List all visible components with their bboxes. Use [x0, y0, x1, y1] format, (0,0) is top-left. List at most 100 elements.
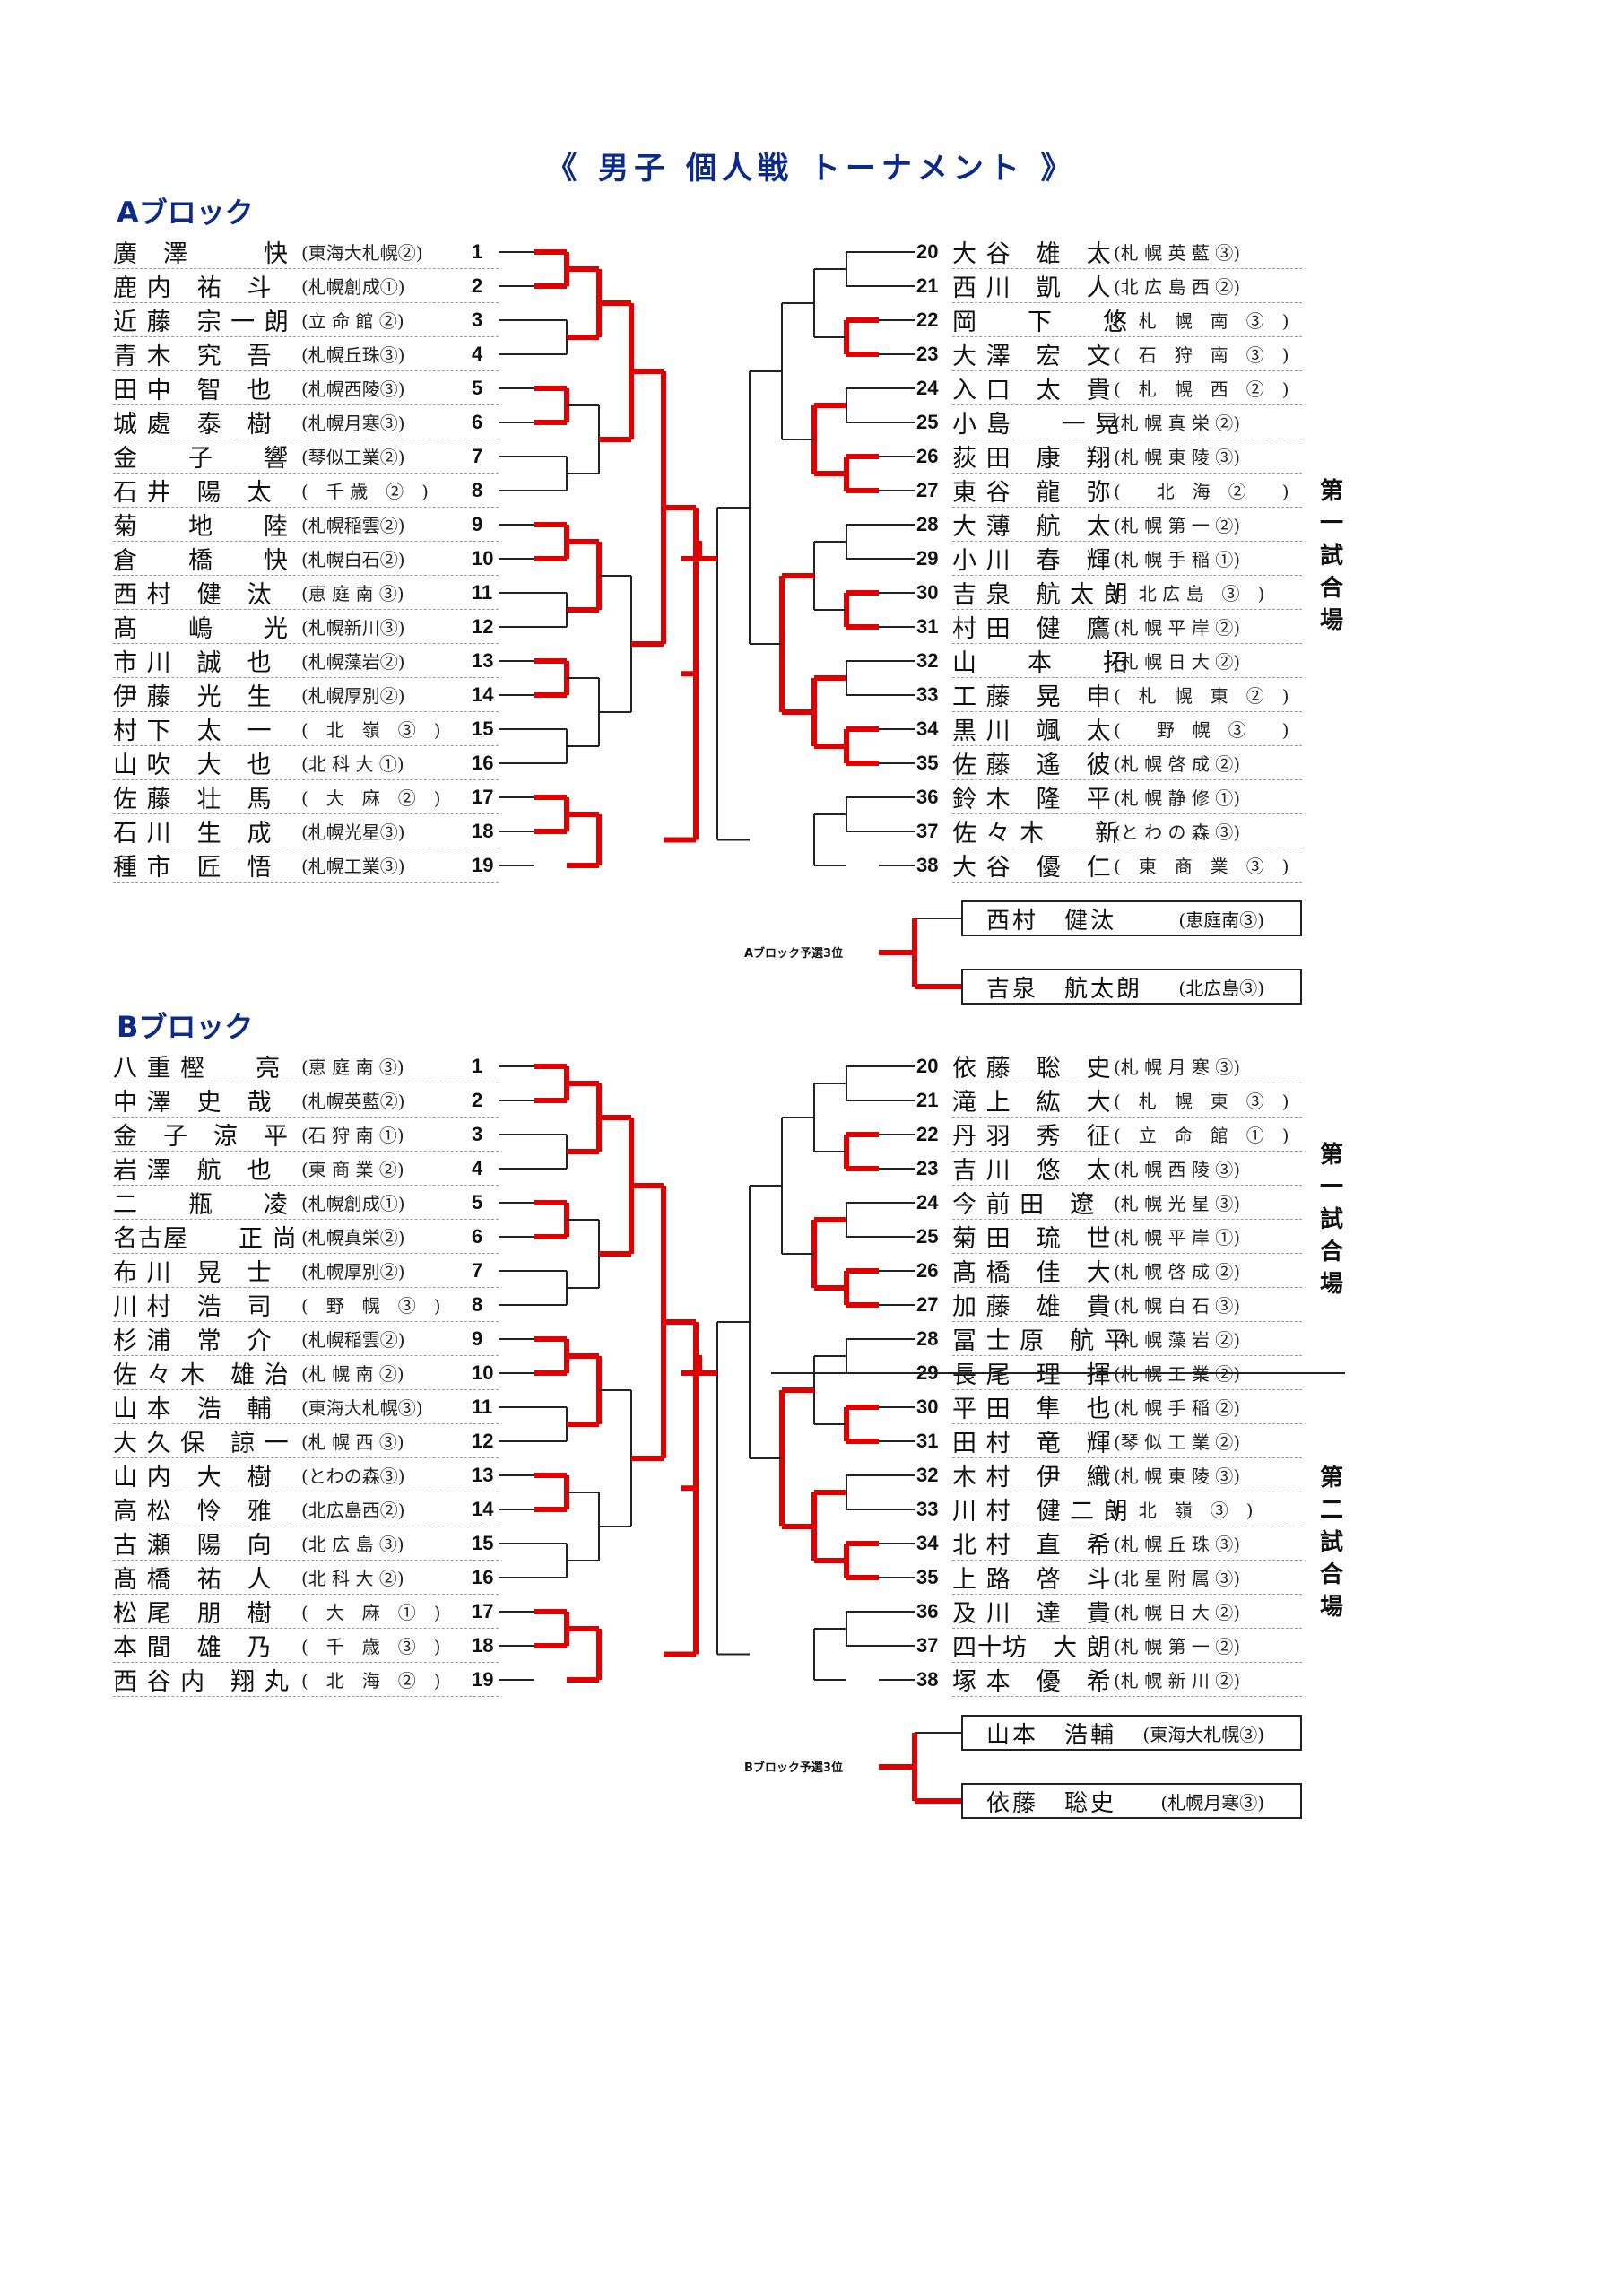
- seed-number: 9: [472, 1327, 483, 1350]
- player-team: (北 科 大 ②): [301, 1568, 404, 1589]
- seed-number: 17: [472, 786, 494, 808]
- player-team: (札幌真栄②): [301, 1227, 405, 1248]
- seed-number: 2: [472, 1089, 483, 1111]
- player-team: (北 科 大 ①): [301, 753, 404, 775]
- seed-number: 32: [916, 1464, 939, 1486]
- player-team: ( 札 幌 南 ③ ): [1114, 310, 1289, 332]
- player-team: ( 札 幌 西 ② ): [1114, 378, 1289, 400]
- player-name: 山 内 大 樹: [113, 1464, 273, 1492]
- seed-number: 17: [472, 1600, 494, 1622]
- player-team: (札 幌 新 川 ②): [1114, 1670, 1241, 1692]
- player-row-left: 本 間 雄 乃( 千 歳 ③ ): [113, 1629, 499, 1663]
- player-row-right: 北 村 直 希(札 幌 丘 珠 ③): [952, 1526, 1302, 1561]
- player-name: 杉 浦 常 介: [113, 1327, 273, 1355]
- seed-number: 8: [472, 1293, 483, 1316]
- player-name: 黒 川 颯 太: [952, 718, 1112, 745]
- player-row-left: 石 井 陽 太( 千 歳 ② ): [113, 474, 499, 508]
- player-name: 大 澤 宏 文: [952, 343, 1112, 370]
- third-place-team: (札幌月寒③): [1160, 1791, 1264, 1813]
- player-team: (札幌工業③): [301, 856, 405, 877]
- player-row-left: 倉 橋 快(札幌白石②): [113, 542, 499, 576]
- player-team: (札 幌 丘 珠 ③): [1114, 1534, 1241, 1555]
- player-team: (札幌稲雲②): [301, 1329, 405, 1351]
- player-team: (札 幌 第 一 ②): [1114, 515, 1241, 536]
- player-team: (琴 似 工 業 ②): [1114, 1431, 1241, 1453]
- third-place-team: (東海大札幌③): [1142, 1723, 1264, 1745]
- seed-number: 20: [916, 240, 939, 263]
- block-heading: Aブロック: [117, 196, 254, 230]
- player-team: (札幌藻岩②): [301, 651, 405, 673]
- seed-number: 6: [472, 1225, 483, 1248]
- player-name: 近 藤 宗 一 朗: [113, 309, 290, 336]
- third-place-name: 吉泉 航太朗: [986, 975, 1143, 1003]
- third-place-box: 西村 健汰(恵庭南③): [961, 900, 1302, 936]
- seed-number: 1: [472, 1055, 483, 1077]
- player-name: 廣 澤 快: [113, 240, 289, 268]
- seed-number: 25: [916, 1225, 939, 1248]
- player-row-right: 黒 川 颯 太( 野 幌 ③ ): [952, 712, 1302, 746]
- player-team: ( 立 命 館 ① ): [1114, 1125, 1289, 1146]
- block-heading: Bブロック: [117, 1010, 254, 1044]
- player-row-right: 及 川 達 貴(札 幌 日 大 ②): [952, 1595, 1302, 1629]
- seed-number: 3: [472, 309, 483, 331]
- player-row-left: 高 松 怜 雅(北広島西②): [113, 1492, 499, 1526]
- player-team: (札幌新川③): [301, 617, 405, 639]
- player-team: (札幌英藍②): [301, 1091, 405, 1112]
- player-row-left: 金 子 響(琴似工業②): [113, 439, 499, 474]
- third-place-name: 山本 浩輔: [986, 1721, 1117, 1749]
- player-name: 田 村 竜 輝: [952, 1430, 1112, 1457]
- player-team: (札 幌 真 栄 ②): [1114, 413, 1241, 434]
- player-name: 市 川 誠 也: [113, 649, 273, 677]
- player-name: 二 瓶 凌: [113, 1191, 289, 1219]
- seed-number: 11: [472, 1396, 493, 1418]
- court-char: 場: [1319, 1271, 1343, 1298]
- court-char: 場: [1319, 1594, 1343, 1621]
- player-name: 吉 川 悠 太: [952, 1157, 1112, 1185]
- seed-number: 30: [916, 581, 939, 604]
- player-team: (札 幌 東 陵 ③): [1114, 447, 1241, 468]
- player-row-left: 二 瓶 凌(札幌創成①): [113, 1186, 499, 1220]
- player-row-right: 山 本 拓(札 幌 日 大 ②): [952, 644, 1302, 678]
- player-name: 入 口 太 貴: [952, 377, 1112, 404]
- player-team: (札 幌 手 稲 ①): [1114, 549, 1241, 570]
- player-team: ( 大 麻 ① ): [301, 1602, 441, 1623]
- player-name: 岡 下 悠: [952, 309, 1128, 336]
- seed-number: 35: [916, 752, 939, 774]
- player-name: 菊 田 琉 世: [952, 1225, 1112, 1253]
- player-row-right: 小 川 春 輝(札 幌 手 稲 ①): [952, 542, 1302, 576]
- player-name: 青 木 究 吾: [113, 343, 273, 370]
- player-name: 大 久 保 諒 一: [113, 1430, 290, 1457]
- player-row-left: 杉 浦 常 介 (札幌稲雲②): [113, 1322, 499, 1356]
- player-row-right: 荻 田 康 翔(札 幌 東 陵 ③): [952, 439, 1302, 474]
- player-name: 吉 泉 航 太 朗: [952, 581, 1129, 609]
- player-name: 種 市 匠 悟: [113, 854, 273, 882]
- player-row-right: 今 前 田 遼(札 幌 光 星 ③): [952, 1186, 1302, 1220]
- player-team: (札 幌 南 ②): [301, 1363, 404, 1385]
- player-name: 及 川 達 貴: [952, 1600, 1112, 1628]
- seed-number: 12: [472, 615, 494, 638]
- seed-number: 26: [916, 445, 939, 467]
- player-name: 西 川 凱 人: [952, 274, 1112, 302]
- player-row-left: 山 吹 大 也(北 科 大 ①): [113, 746, 499, 780]
- player-name: 伊 藤 光 生: [113, 683, 273, 711]
- seed-number: 11: [472, 581, 493, 604]
- player-row-left: 石 川 生 成(札幌光星③): [113, 814, 499, 848]
- seed-number: 10: [472, 547, 494, 570]
- player-row-right: 髙 橋 佳 大(札 幌 啓 成 ②): [952, 1254, 1302, 1288]
- player-row-right: 四十坊 大 朗(札 幌 第 一 ②): [952, 1629, 1302, 1663]
- player-row-left: 田 中 智 也(札幌西陵③): [113, 371, 499, 405]
- player-row-left: 西 谷 内 翔 丸( 北 海 ② ): [113, 1663, 499, 1697]
- court-label: 第二試合場: [1318, 1462, 1345, 1623]
- player-row-left: 中 澤 史 哉(札幌英藍②): [113, 1083, 499, 1118]
- player-name: 田 中 智 也: [113, 377, 273, 404]
- seed-number: 21: [916, 1089, 939, 1111]
- player-team: (札幌丘珠③): [301, 344, 405, 366]
- court-char: 第: [1319, 1465, 1343, 1492]
- seed-number: 7: [472, 445, 483, 467]
- seed-number: 13: [472, 1464, 494, 1486]
- player-row-left: 伊 藤 光 生(札幌厚別②): [113, 678, 499, 712]
- player-team: ( 札 幌 東 ② ): [1114, 685, 1289, 707]
- player-team: (北広島西②): [301, 1500, 405, 1521]
- player-team: ( 北 嶺 ③ ): [301, 719, 441, 741]
- player-row-right: 菊 田 琉 世(札 幌 平 岸 ①): [952, 1220, 1302, 1254]
